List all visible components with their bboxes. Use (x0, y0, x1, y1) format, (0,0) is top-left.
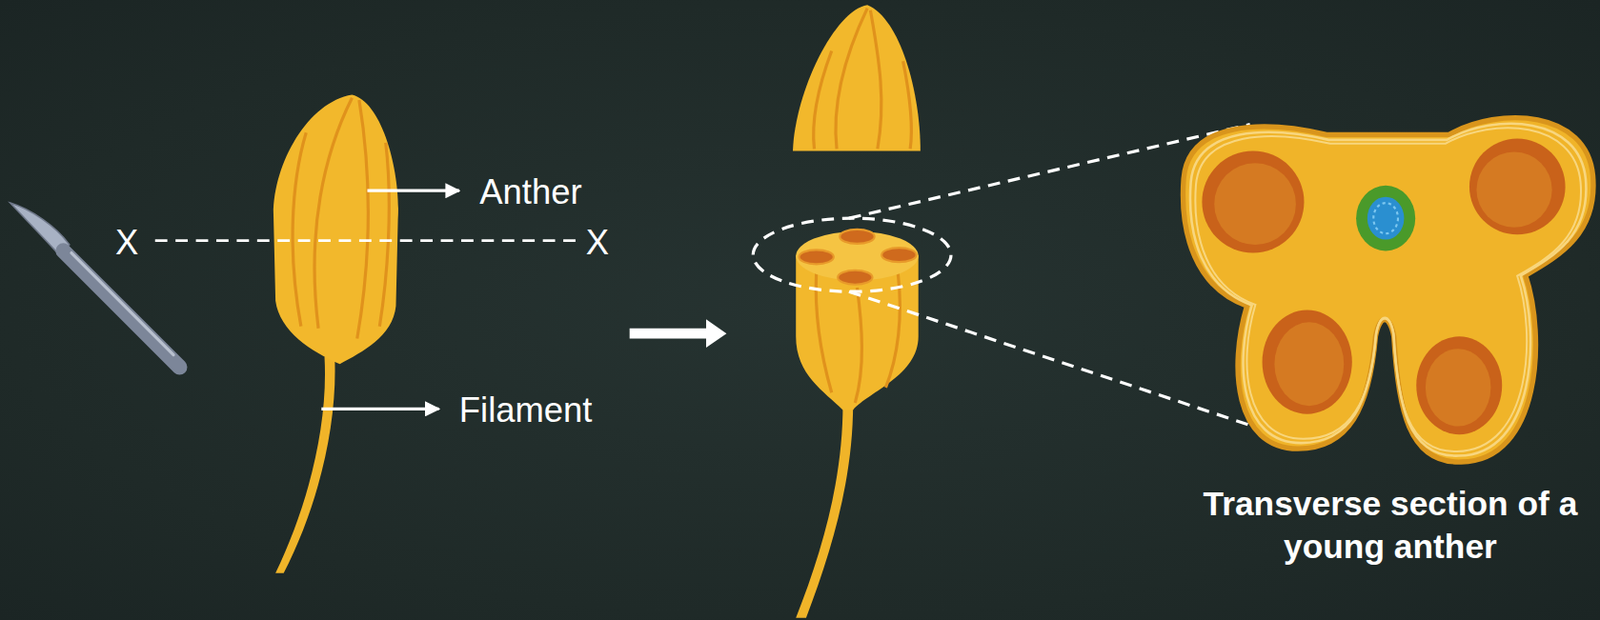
locule-hole (839, 229, 874, 244)
scalpel (10, 202, 181, 367)
microsporangium (1416, 336, 1502, 435)
sporogenous-tissue (1425, 348, 1492, 426)
scalpel-handle (62, 250, 180, 367)
filament-shape (795, 404, 853, 619)
zoom-ellipse (752, 218, 952, 292)
connective-tissue (1356, 185, 1416, 252)
part-label: Filament (459, 392, 593, 427)
part-label: X (115, 224, 139, 260)
anther-shape (273, 95, 399, 365)
locule-hole (798, 249, 833, 264)
anther-ridge (292, 98, 389, 340)
wall-layer (1194, 127, 1581, 452)
transverse-section (1182, 118, 1594, 463)
leader-arrow (366, 189, 459, 193)
anther-ridge (813, 8, 912, 150)
zoom-line (849, 291, 1284, 437)
microsporangium (1469, 139, 1566, 236)
scalpel-highlight (71, 253, 174, 356)
anther-section-wall (1182, 118, 1594, 463)
part-label: X (586, 224, 609, 260)
figure-caption: Transverse section of a young anther (1173, 482, 1600, 568)
filament-shape (275, 357, 335, 574)
part-label: Anther (479, 174, 582, 209)
anther-top-shape (792, 4, 921, 151)
microsporangium (1262, 309, 1353, 414)
locule-hole (881, 247, 916, 263)
leader-arrow (321, 407, 439, 411)
cut-line (155, 239, 578, 243)
vascular-bundle (1367, 197, 1405, 241)
locule-hole (837, 270, 872, 285)
microsporangium (1201, 150, 1304, 253)
wall-layer (1190, 123, 1586, 457)
sporogenous-tissue (1214, 162, 1297, 245)
sporogenous-tissue (1274, 322, 1344, 406)
anther-stub-shape (795, 255, 918, 411)
vascular-cells (1373, 202, 1398, 234)
anther-top-piece (792, 4, 921, 151)
stamen-whole (273, 95, 399, 574)
sporogenous-tissue (1476, 152, 1552, 228)
process-arrow (629, 319, 728, 348)
